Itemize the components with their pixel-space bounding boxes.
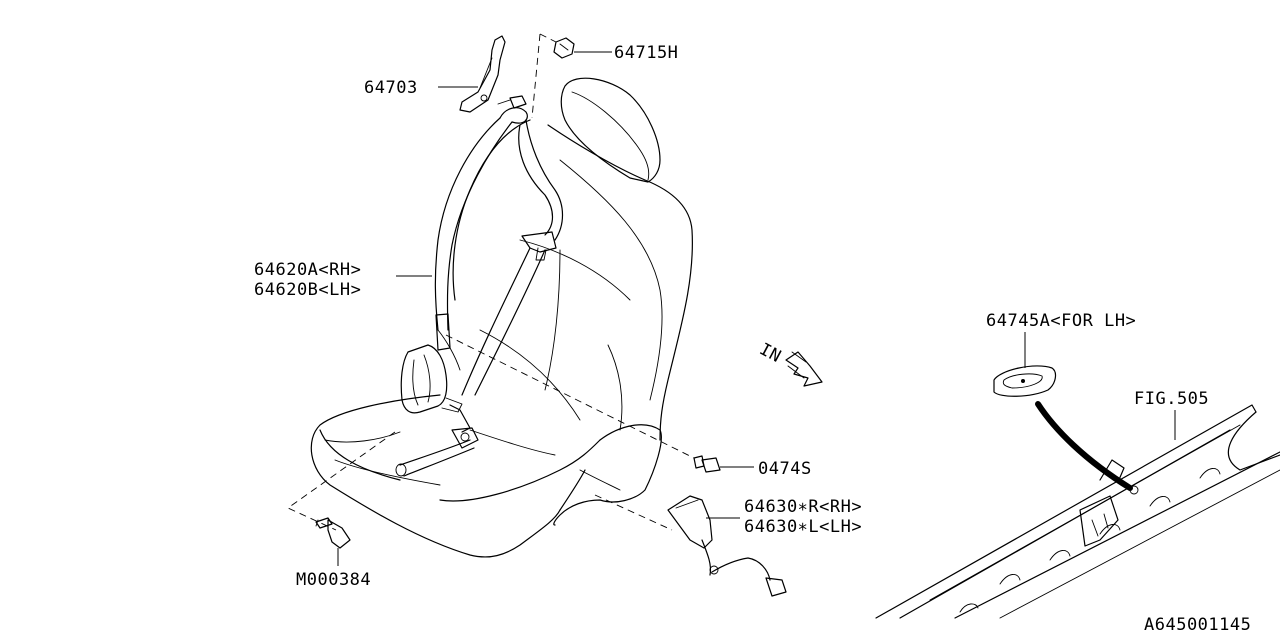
diagram-id: A645001145 [1144,615,1251,635]
bolt-0474-illustration [693,455,721,473]
callout-labels: 64715H 64703 64620A<RH> 64620B<LH> 0474S… [254,43,1251,635]
leader-lines [337,51,1176,566]
callout-64745A-for-lh: 64745A<FOR LH> [986,311,1136,331]
seat-illustration [310,77,693,558]
callout-M000384: M000384 [296,570,371,590]
callout-0474S: 0474S [758,459,812,479]
callout-fig-505: FIG.505 [1134,389,1209,409]
seat-belt-webbing [395,35,575,477]
bolt-m000384-illustration [315,517,351,549]
callout-64715H: 64715H [614,43,678,63]
callout-64620A-rh: 64620A<RH> [254,260,361,280]
in-direction-arrow: IN [756,339,823,387]
buckle-illustration [667,495,787,597]
callout-64630R-rh: 64630∗R<RH> [744,497,862,517]
assembly-dashed-lines [287,33,695,531]
callout-64630L-lh: 64630∗L<LH> [744,517,862,537]
sill-detail [875,365,1280,619]
callout-64620B-lh: 64620B<LH> [254,280,361,300]
callout-64703: 64703 [364,78,418,98]
in-arrow-label: IN [756,339,784,367]
